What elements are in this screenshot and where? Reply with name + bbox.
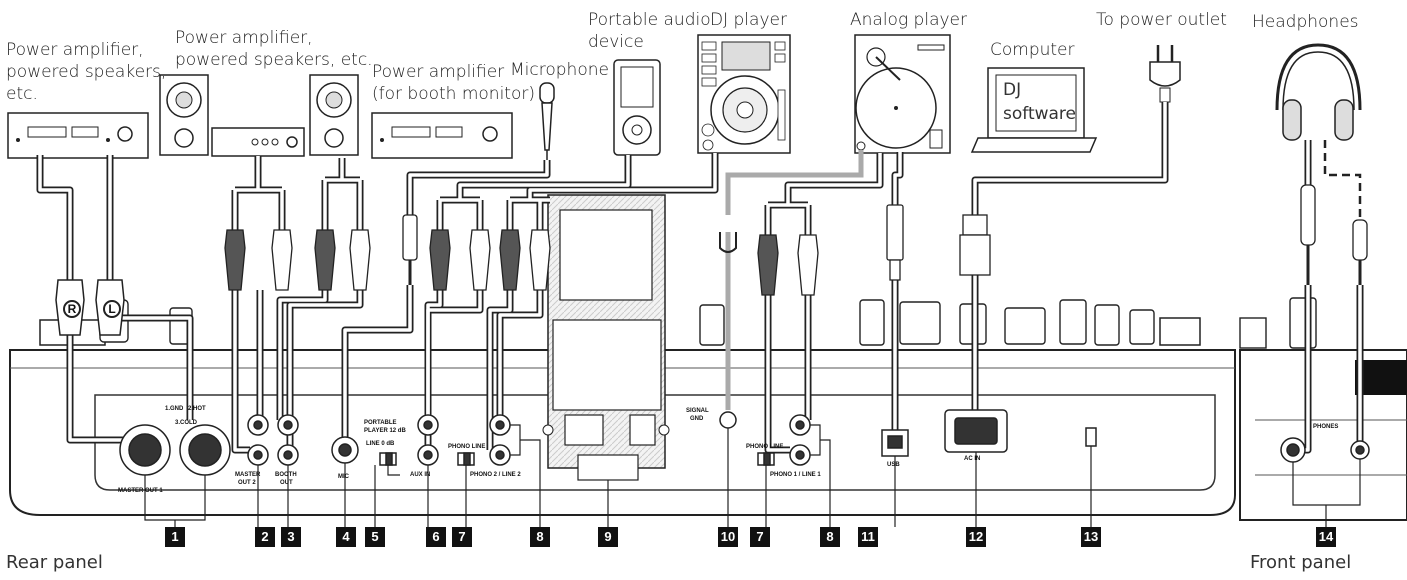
panel-phono-line-2: PHONO LINE: [746, 444, 784, 450]
callout-3: 3: [281, 527, 301, 547]
callout-7b: 7: [750, 527, 770, 547]
panel-phono-line-1: PHONO LINE: [448, 444, 486, 450]
callout-9: 9: [598, 527, 618, 547]
panel-phono1-line1: PHONO 1 / LINE 1: [770, 472, 821, 478]
label-power-outlet: To power outlet: [1096, 10, 1227, 30]
panel-line-0db: LINE 0 dB: [366, 441, 395, 447]
callout-5: 5: [365, 527, 385, 547]
powered-speakers-2: [159, 74, 359, 157]
device-dock: [542, 194, 670, 481]
microphone-device: [539, 82, 555, 160]
power-amplifier-1: [7, 112, 149, 159]
plug-mark-l: L: [103, 300, 121, 318]
controller-front-body: [1239, 297, 1407, 521]
callout-11: 11: [858, 527, 878, 547]
panel-booth-out-a: BOOTH: [275, 472, 297, 478]
callout-10: 10: [718, 527, 738, 547]
power-amplifier-booth: [371, 112, 513, 159]
panel-master-out-2a: MASTER: [235, 472, 261, 478]
panel-booth-out-b: OUT: [280, 480, 293, 486]
panel-ac-in: AC IN: [964, 456, 981, 462]
power-plug-device: [1149, 45, 1181, 103]
callout-7a: 7: [452, 527, 472, 547]
label-power-amp-3b: (for booth monitor): [372, 84, 535, 104]
label-portable-b: device: [588, 32, 644, 52]
label-power-amp-3: Power amplifier: [372, 62, 505, 82]
callout-8a: 8: [530, 527, 550, 547]
panel-signal-gnd-a: SIGNAL: [686, 408, 709, 414]
label-computer: Computer: [990, 40, 1075, 60]
panel-phones: PHONES: [1313, 424, 1339, 430]
callout-8b: 8: [820, 527, 840, 547]
callout-14: 14: [1316, 527, 1336, 547]
label-front-panel: Front panel: [1250, 552, 1352, 573]
panel-mic: MIC: [338, 474, 349, 480]
dj-player-device: [697, 34, 791, 154]
label-power-amp-2b: powered speakers, etc.: [175, 50, 373, 70]
label-power-amp-2: Power amplifier,: [175, 28, 313, 48]
callout-13: 13: [1081, 527, 1101, 547]
panel-xlr-pins-b: 2.HOT: [188, 406, 206, 412]
panel-phono2-line2: PHONO 2 / LINE 2: [470, 472, 521, 478]
panel-portable-player-b: PLAYER 12 dB: [364, 428, 406, 434]
analog-player-device: [854, 34, 951, 154]
label-power-amp-1b: powered speakers,: [6, 62, 167, 82]
callout-12: 12: [966, 527, 986, 547]
label-headphones: Headphones: [1252, 12, 1359, 32]
panel-aux-in: AUX IN: [410, 472, 431, 478]
callout-4: 4: [336, 527, 356, 547]
plug-mark-r: R: [63, 300, 81, 318]
label-dj-player: DJ player: [710, 10, 787, 30]
computer-device: [970, 67, 1098, 153]
panel-xlr-pins-c: 3.COLD: [175, 420, 198, 426]
panel-jacks: [119, 409, 1370, 476]
rca-plugs: [224, 229, 819, 296]
panel-master-out-1: MASTER OUT 1: [118, 488, 163, 494]
callout-6: 6: [426, 527, 446, 547]
headphones-device: [1275, 43, 1362, 141]
computer-screen-text-1: DJ: [1003, 80, 1022, 100]
callout-1: 1: [165, 527, 185, 547]
label-rear-panel: Rear panel: [6, 552, 103, 573]
label-analog-player: Analog player: [850, 10, 967, 30]
other-plugs: [402, 184, 1368, 285]
label-portable: Portable audio: [588, 10, 711, 30]
panel-portable-player-a: PORTABLE: [364, 420, 397, 426]
portable-audio-device: [613, 59, 661, 156]
label-power-amp-1: Power amplifier,: [6, 40, 144, 60]
panel-master-out-2b: OUT 2: [238, 480, 256, 486]
computer-screen-text-2: software: [1003, 104, 1077, 124]
panel-signal-gnd-b: GND: [690, 416, 704, 422]
panel-xlr-pins-a: 1.GND: [165, 406, 184, 412]
label-power-amp-1c: etc.: [6, 84, 38, 104]
panel-usb: USB: [887, 462, 900, 468]
callout-2: 2: [255, 527, 275, 547]
label-microphone: Microphone: [510, 60, 609, 80]
